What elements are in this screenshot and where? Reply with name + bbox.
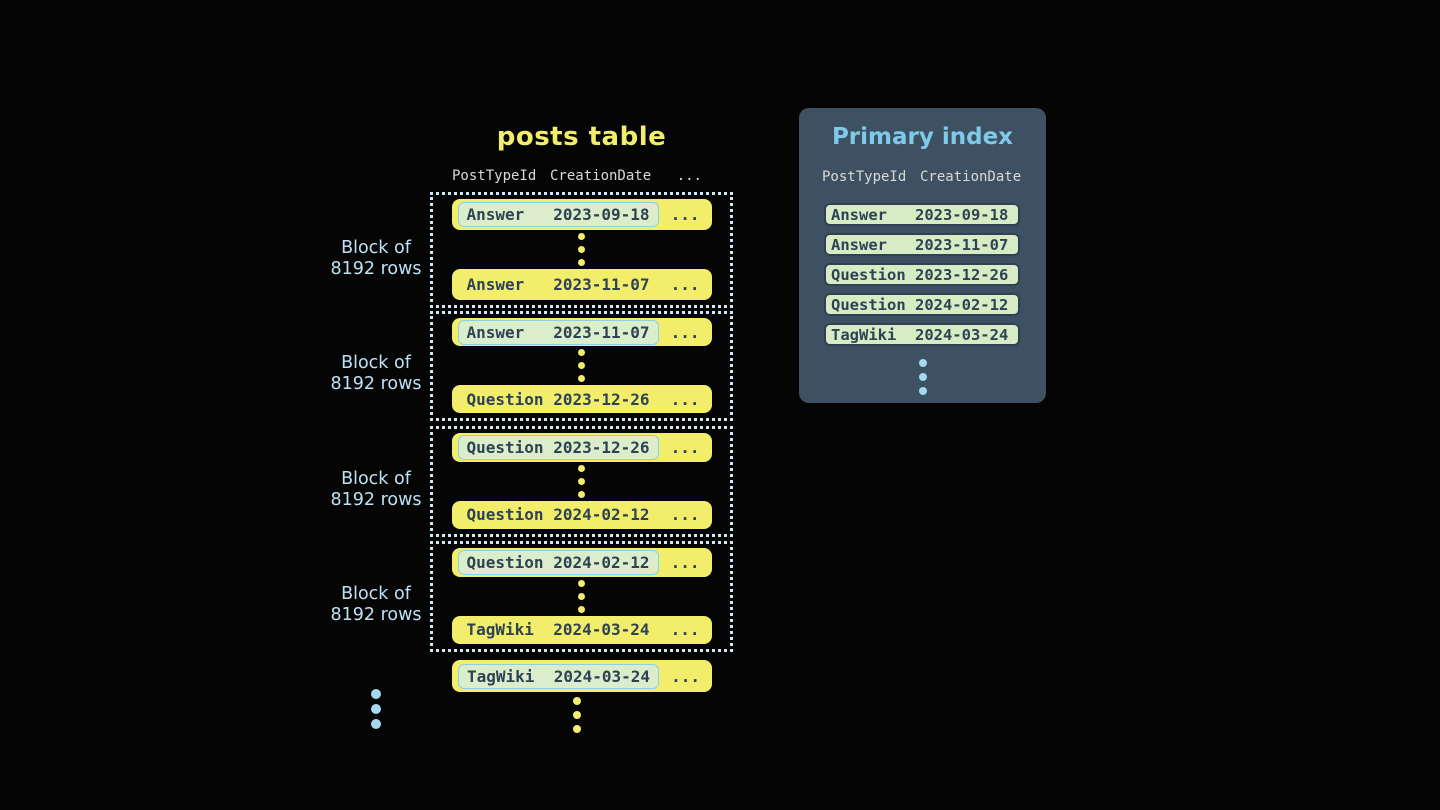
- row-key-highlight: Answer 2023-11-07: [457, 319, 659, 345]
- vertical-ellipsis-icon: [578, 577, 585, 616]
- row-key-highlight: Answer 2023-09-18: [457, 202, 659, 227]
- primary-index-title: Primary index: [831, 124, 1014, 150]
- table-row: Question 2023-12-26 ...: [451, 385, 712, 413]
- row-ellipsis: ...: [670, 505, 700, 525]
- row-key-highlight: TagWiki 2024-03-24: [458, 663, 660, 689]
- index-row: Question 2024-02-12: [824, 293, 1020, 316]
- table-row-trailing: TagWiki 2024-03-24 ...: [452, 660, 712, 692]
- cell-creation-date: 2024-02-12: [553, 505, 650, 525]
- cell-creation-date: 2023-12-26: [914, 265, 1009, 284]
- vertical-ellipsis-icon: [578, 230, 585, 269]
- table-row: TagWiki 2024-03-24 ...: [451, 615, 712, 644]
- index-row: Answer 2023-11-07: [824, 233, 1020, 256]
- table-row: Answer 2023-11-07 ...: [451, 269, 712, 300]
- table-row: Question 2023-12-26 ...: [451, 433, 712, 462]
- cell-creation-date: 2024-02-12: [914, 295, 1009, 314]
- column-header-ellipsis: ...: [676, 168, 702, 184]
- row-ellipsis: ...: [670, 437, 700, 457]
- block-label-1: Block of 8192 rows: [306, 238, 446, 280]
- cell-post-type: TagWiki: [467, 666, 535, 686]
- cell-creation-date: 2024-03-24: [914, 325, 1009, 344]
- table-row: Question 2024-02-12 ...: [451, 500, 712, 529]
- index-row: Answer 2023-09-18: [824, 203, 1020, 226]
- vertical-ellipsis-icon: [573, 694, 581, 736]
- row-key-highlight: Question 2024-02-12: [457, 549, 659, 575]
- index-row: TagWiki 2024-03-24: [824, 323, 1020, 346]
- cell-post-type: Answer: [466, 322, 525, 342]
- primary-index-panel: Primary index PostTypeId CreationDate An…: [799, 108, 1046, 403]
- table-row: Question 2024-02-12 ...: [451, 548, 712, 577]
- cell-creation-date: 2023-12-26: [553, 389, 650, 409]
- row-ellipsis: ...: [670, 389, 700, 409]
- index-row-list: Answer 2023-09-18 Answer 2023-11-07 Ques…: [824, 203, 1020, 346]
- cell-creation-date: 2024-03-24: [553, 666, 651, 686]
- cell-creation-date: 2024-03-24: [553, 620, 650, 640]
- index-row: Question 2023-12-26: [824, 263, 1020, 286]
- cell-post-type: Question: [466, 552, 544, 572]
- row-key: Answer 2023-11-07: [458, 272, 659, 297]
- row-ellipsis: ...: [670, 275, 700, 294]
- block-label-line2: 8192 rows: [330, 605, 422, 625]
- row-key-highlight: Question 2023-12-26: [457, 434, 659, 460]
- block-label-line1: Block of: [341, 238, 411, 258]
- cell-post-type: Answer: [831, 235, 887, 254]
- vertical-ellipsis-icon: [371, 686, 381, 731]
- block-label-line1: Block of: [341, 353, 411, 373]
- row-ellipsis: ...: [670, 620, 700, 640]
- cell-creation-date: 2023-09-18: [914, 205, 1009, 224]
- cell-creation-date: 2023-11-07: [553, 322, 650, 342]
- cell-creation-date: 2023-12-26: [553, 437, 650, 457]
- block-label-2: Block of 8192 rows: [306, 353, 446, 395]
- row-ellipsis: ...: [670, 552, 700, 572]
- posts-table-title: posts table: [496, 122, 667, 152]
- cell-creation-date: 2024-02-12: [553, 552, 650, 572]
- table-row: Answer 2023-09-18 ...: [451, 199, 712, 230]
- cell-post-type: Answer: [831, 205, 887, 224]
- cell-post-type: Question: [466, 437, 544, 457]
- block-label-3: Block of 8192 rows: [306, 469, 446, 511]
- column-header-posttypeid: PostTypeId: [822, 169, 907, 185]
- row-block-1: Answer 2023-09-18 ... Answer 2023-11-07 …: [430, 192, 733, 308]
- cell-post-type: TagWiki: [466, 620, 534, 640]
- block-label-line2: 8192 rows: [330, 374, 422, 394]
- posts-column-header: PostTypeId CreationDate ...: [452, 168, 702, 184]
- cell-post-type: TagWiki: [831, 325, 897, 344]
- row-ellipsis: ...: [670, 322, 700, 342]
- row-ellipsis: ...: [671, 666, 700, 686]
- cell-post-type: Question: [466, 505, 544, 525]
- row-block-3: Question 2023-12-26 ... Question 2024-02…: [430, 426, 733, 537]
- cell-post-type: Question: [831, 295, 906, 314]
- row-block-2: Answer 2023-11-07 ... Question 2023-12-2…: [430, 311, 733, 421]
- cell-post-type: Question: [466, 389, 544, 409]
- index-column-header: PostTypeId CreationDate: [822, 169, 1022, 185]
- block-label-4: Block of 8192 rows: [306, 584, 446, 626]
- cell-post-type: Question: [831, 265, 906, 284]
- block-label-line1: Block of: [341, 469, 411, 489]
- column-header-creationdate: CreationDate: [550, 168, 652, 184]
- column-header-creationdate: CreationDate: [920, 169, 1022, 185]
- vertical-ellipsis-icon: [799, 356, 1046, 398]
- cell-creation-date: 2023-11-07: [553, 275, 650, 294]
- row-block-4: Question 2024-02-12 ... TagWiki 2024-03-…: [430, 541, 733, 652]
- block-label-line1: Block of: [341, 584, 411, 604]
- row-ellipsis: ...: [670, 205, 700, 224]
- vertical-ellipsis-icon: [578, 346, 585, 385]
- cell-post-type: Answer: [466, 275, 525, 294]
- row-key: Question 2024-02-12: [458, 502, 659, 527]
- cell-creation-date: 2023-11-07: [914, 235, 1009, 254]
- table-row: Answer 2023-11-07 ...: [451, 318, 712, 346]
- row-key: TagWiki 2024-03-24: [458, 617, 659, 642]
- cell-post-type: Answer: [466, 205, 525, 224]
- row-key: Question 2023-12-26: [458, 387, 659, 412]
- vertical-ellipsis-icon: [578, 462, 585, 501]
- block-label-line2: 8192 rows: [330, 259, 422, 279]
- cell-creation-date: 2023-09-18: [553, 205, 650, 224]
- column-header-posttypeid: PostTypeId: [452, 168, 537, 184]
- block-label-line2: 8192 rows: [330, 490, 422, 510]
